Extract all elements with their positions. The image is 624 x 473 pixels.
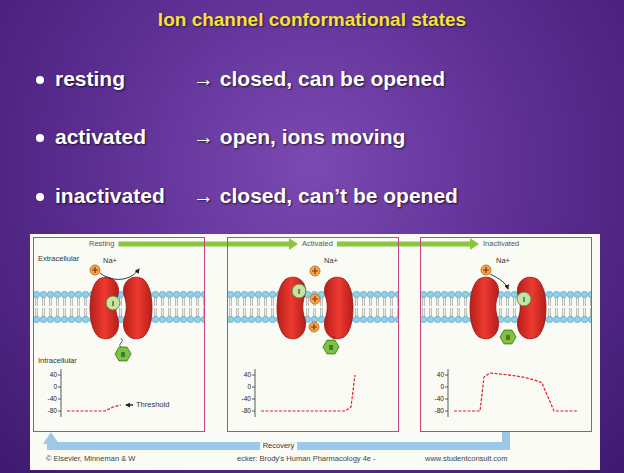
gate-hexagon <box>500 330 516 344</box>
resting-channel <box>34 265 204 417</box>
transition-arrow <box>118 242 289 247</box>
axis-tick: -40 <box>435 396 444 403</box>
state-description: → closed, can be opened <box>193 68 445 89</box>
axis-tick: 0 <box>247 384 251 391</box>
bullet-dot <box>36 193 44 201</box>
copyright-note: ecker: Brody's Human Pharmacology 4e - <box>237 455 376 463</box>
region-label: Intracellular <box>38 357 77 365</box>
threshold-arrow <box>126 404 133 405</box>
axis-tick: 0 <box>440 384 444 391</box>
transition-arrow <box>337 242 470 247</box>
edge-label: Recovery <box>260 442 298 450</box>
sodium-ion <box>481 265 491 275</box>
axis-tick: -40 <box>48 396 57 403</box>
membrane <box>421 291 591 323</box>
ion-arrow <box>100 269 139 279</box>
membrane <box>34 291 204 323</box>
state-term: inactivated <box>55 185 165 206</box>
state-panel: Inactivated <box>420 237 592 432</box>
gate-circle <box>292 284 306 298</box>
voltage-axis <box>252 369 255 417</box>
tether <box>333 336 335 339</box>
gate-label: I <box>112 300 114 307</box>
channel-subunit <box>277 277 306 339</box>
sodium-ion <box>310 294 320 304</box>
gate-hexagon <box>323 340 339 354</box>
gate-circle <box>106 296 120 310</box>
inactivated-channel <box>421 265 591 417</box>
voltage-trace <box>454 373 578 411</box>
copyright-note: © Elsevier, Minneman & W <box>46 455 135 463</box>
axis-tick: 40 <box>50 372 57 379</box>
figure-background <box>30 234 600 470</box>
ion-arrow <box>490 274 508 289</box>
gate-hexagon <box>115 347 131 361</box>
tether <box>120 338 123 347</box>
state-heading: Activated <box>302 239 333 249</box>
axis-tick: 40 <box>437 372 444 379</box>
axis-tick: -80 <box>435 408 444 415</box>
gate-label: I <box>298 288 300 295</box>
gate-label: I <box>523 296 525 303</box>
state-description: → open, ions moving <box>193 126 405 147</box>
state-term: resting <box>55 68 125 89</box>
axis-tick: -80 <box>242 408 251 415</box>
sodium-ion <box>90 265 100 275</box>
ion-label: Na+ <box>103 257 117 265</box>
state-description: → closed, can’t be opened <box>193 185 458 206</box>
ion-label: Na+ <box>496 257 510 265</box>
gate-label: II <box>329 344 333 351</box>
region-label: Extracellular <box>38 255 79 263</box>
sodium-ion <box>309 322 319 332</box>
state-heading: Inactivated <box>483 239 519 249</box>
channel-subunit <box>123 277 152 339</box>
bullet-dot <box>36 134 44 142</box>
voltage-trace <box>67 405 121 411</box>
threshold-label: Threshold <box>136 401 169 409</box>
voltage-trace <box>261 375 355 411</box>
channel-subunit <box>470 277 499 339</box>
activated-channel <box>228 266 398 417</box>
axis-tick: 0 <box>53 384 57 391</box>
state-heading: Resting <box>89 239 114 249</box>
channel-subunit <box>324 277 353 339</box>
gate-label: II <box>121 351 125 358</box>
bullet-dot <box>36 76 44 84</box>
state-panel: Resting <box>33 237 205 432</box>
slide-title: Ion channel conformational states <box>158 10 466 29</box>
copyright-note: www.studentconsult.com <box>425 455 508 463</box>
membrane <box>228 291 398 323</box>
channel-subunit <box>517 277 546 339</box>
axis-tick: -80 <box>48 408 57 415</box>
state-term: activated <box>55 126 146 147</box>
voltage-axis <box>58 369 61 417</box>
gate-label: II <box>506 334 510 341</box>
sodium-ion <box>310 266 320 276</box>
state-panel: Activated <box>227 237 399 432</box>
ion-label: Na+ <box>324 257 338 265</box>
axis-tick: 40 <box>244 372 251 379</box>
axis-tick: -40 <box>242 396 251 403</box>
gate-circle <box>517 292 531 306</box>
voltage-axis <box>445 369 448 417</box>
